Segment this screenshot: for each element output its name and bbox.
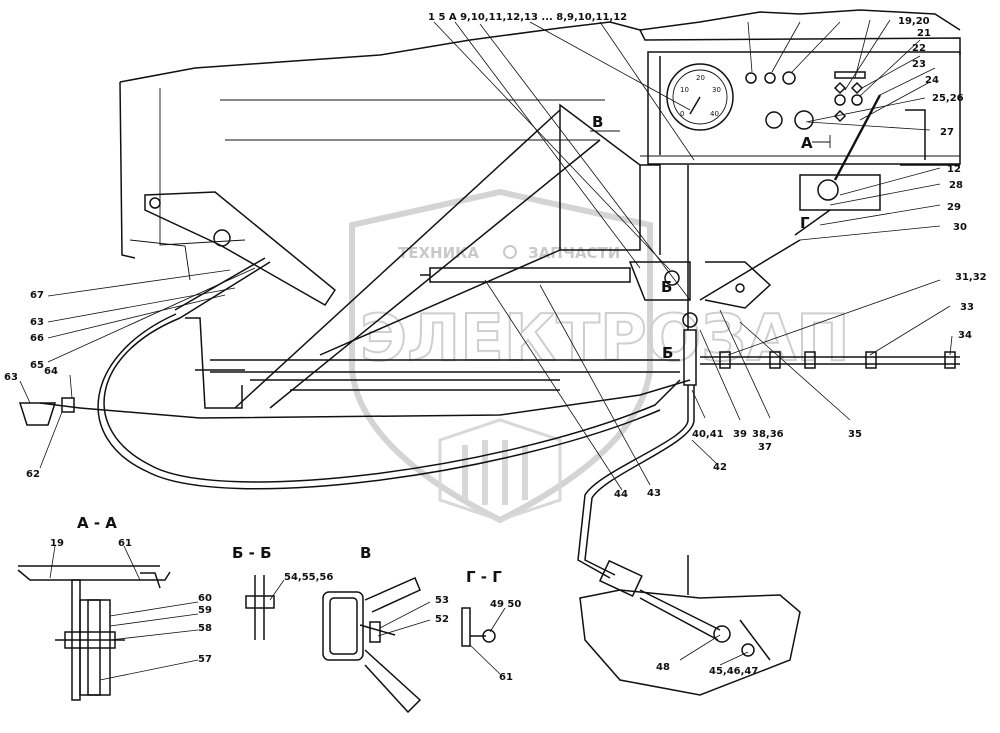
callout-45-46-47: 45,46,47 bbox=[709, 666, 758, 677]
callout-29: 29 bbox=[947, 202, 961, 213]
indicator-lamp bbox=[834, 94, 846, 106]
gauge-scale-zero: 0 bbox=[680, 110, 684, 118]
callout-19: 19 bbox=[50, 538, 64, 549]
watermark: ТЕХНИКА ЗАПЧАСТИ ЭЛЕКТРОЗАП bbox=[349, 188, 851, 524]
section-marker-g: Г bbox=[800, 214, 810, 232]
callout-44: 44 bbox=[614, 489, 628, 500]
callout-12: 12 bbox=[947, 164, 961, 175]
callout-65: 65 bbox=[30, 360, 44, 371]
callout-49-50: 49 50 bbox=[490, 599, 521, 610]
watermark-brand-left: ТЕХНИКА bbox=[398, 244, 479, 262]
section-marker-b2: Б bbox=[662, 344, 673, 362]
section-title-a-a: А - А bbox=[77, 514, 117, 532]
floor-bolt bbox=[804, 351, 816, 369]
section-marker-b: Б bbox=[661, 278, 672, 296]
callout-39: 39 bbox=[733, 429, 747, 440]
indicator-lamp bbox=[782, 71, 796, 85]
callout-38-36: 38,36 bbox=[752, 429, 784, 440]
callout-27: 27 bbox=[940, 127, 954, 138]
callout-43: 43 bbox=[647, 488, 661, 499]
gauge-scale-low: 10 bbox=[680, 86, 689, 94]
cab-body-outline bbox=[119, 9, 961, 281]
floor-bolt bbox=[769, 351, 781, 369]
section-b-b: Б - Б bbox=[232, 544, 275, 640]
cable-end-assembly bbox=[18, 397, 81, 426]
leader-lines bbox=[19, 19, 953, 681]
pedal-assembly bbox=[579, 555, 801, 696]
section-a-a: А - А bbox=[17, 514, 171, 701]
callout-52: 52 bbox=[435, 614, 449, 625]
section-title-b-b: Б - Б bbox=[232, 544, 272, 562]
callout-61-gg: 61 bbox=[499, 672, 513, 683]
callout-48: 48 bbox=[656, 662, 670, 673]
instrument-panel: 20 10 30 40 0 В А bbox=[590, 51, 961, 166]
section-title-v: В bbox=[360, 544, 371, 562]
callout-22: 22 bbox=[912, 43, 926, 54]
callout-34: 34 bbox=[958, 330, 972, 341]
section-marker-v: В bbox=[592, 113, 603, 131]
callout-64: 64 bbox=[44, 366, 58, 377]
callout-61-aa: 61 bbox=[118, 538, 132, 549]
callout-60: 60 bbox=[198, 593, 212, 604]
section-v: В bbox=[322, 544, 422, 714]
callout-33: 33 bbox=[960, 302, 974, 313]
section-g-g: Г - Г bbox=[461, 568, 502, 647]
indicator-lamp bbox=[745, 72, 757, 84]
indicator-lamp bbox=[851, 94, 863, 106]
callout-59: 59 bbox=[198, 605, 212, 616]
callout-58: 58 bbox=[198, 623, 212, 634]
callout-37: 37 bbox=[758, 442, 772, 453]
gear-icon bbox=[503, 245, 517, 259]
callout-35: 35 bbox=[848, 429, 862, 440]
callout-31-32: 31,32 bbox=[955, 272, 987, 283]
watermark-brand-right: ЗАПЧАСТИ bbox=[528, 244, 620, 262]
gauge-scale-mid: 20 bbox=[696, 74, 705, 82]
callout-21: 21 bbox=[917, 28, 931, 39]
toggle-switch bbox=[765, 111, 783, 129]
callout-top-refs: 1 5 A 9,10,11,12,13 ... 8,9,10,11,12 bbox=[428, 12, 627, 23]
callout-28: 28 bbox=[949, 180, 963, 191]
floor-bolt bbox=[865, 351, 877, 369]
gauge-scale-end: 40 bbox=[710, 110, 719, 118]
callout-67: 67 bbox=[30, 290, 44, 301]
indicator-lamp bbox=[764, 72, 776, 84]
callout-66: 66 bbox=[30, 333, 44, 344]
callout-24: 24 bbox=[925, 75, 939, 86]
callout-40-41: 40,41 bbox=[692, 429, 724, 440]
section-title-g-g: Г - Г bbox=[466, 568, 502, 586]
callout-30: 30 bbox=[953, 222, 967, 233]
callout-19-20: 19,20 bbox=[898, 16, 930, 27]
floor-bolt bbox=[719, 351, 731, 369]
callout-63-end: 63 bbox=[4, 372, 18, 383]
section-marker-a: А bbox=[801, 134, 813, 152]
callout-53: 53 bbox=[435, 595, 449, 606]
callout-63-left: 63 bbox=[30, 317, 44, 328]
callout-57: 57 bbox=[198, 654, 212, 665]
callout-62: 62 bbox=[26, 469, 40, 480]
gauge-scale-high: 30 bbox=[712, 86, 721, 94]
callout-25-26: 25,26 bbox=[932, 93, 964, 104]
hydraulic-cylinder bbox=[429, 267, 631, 283]
toggle-switch bbox=[794, 110, 814, 130]
callout-54-55-56: 54,55,56 bbox=[284, 572, 333, 583]
watermark-logo: ЭЛЕКТРОЗАП bbox=[360, 302, 850, 376]
callout-23: 23 bbox=[912, 59, 926, 70]
frame-structure: Г Б Б bbox=[144, 94, 960, 409]
callout-labels: 1 5 A 9,10,11,12,13 ... 8,9,10,11,12 19,… bbox=[4, 12, 987, 683]
callout-42: 42 bbox=[713, 462, 727, 473]
